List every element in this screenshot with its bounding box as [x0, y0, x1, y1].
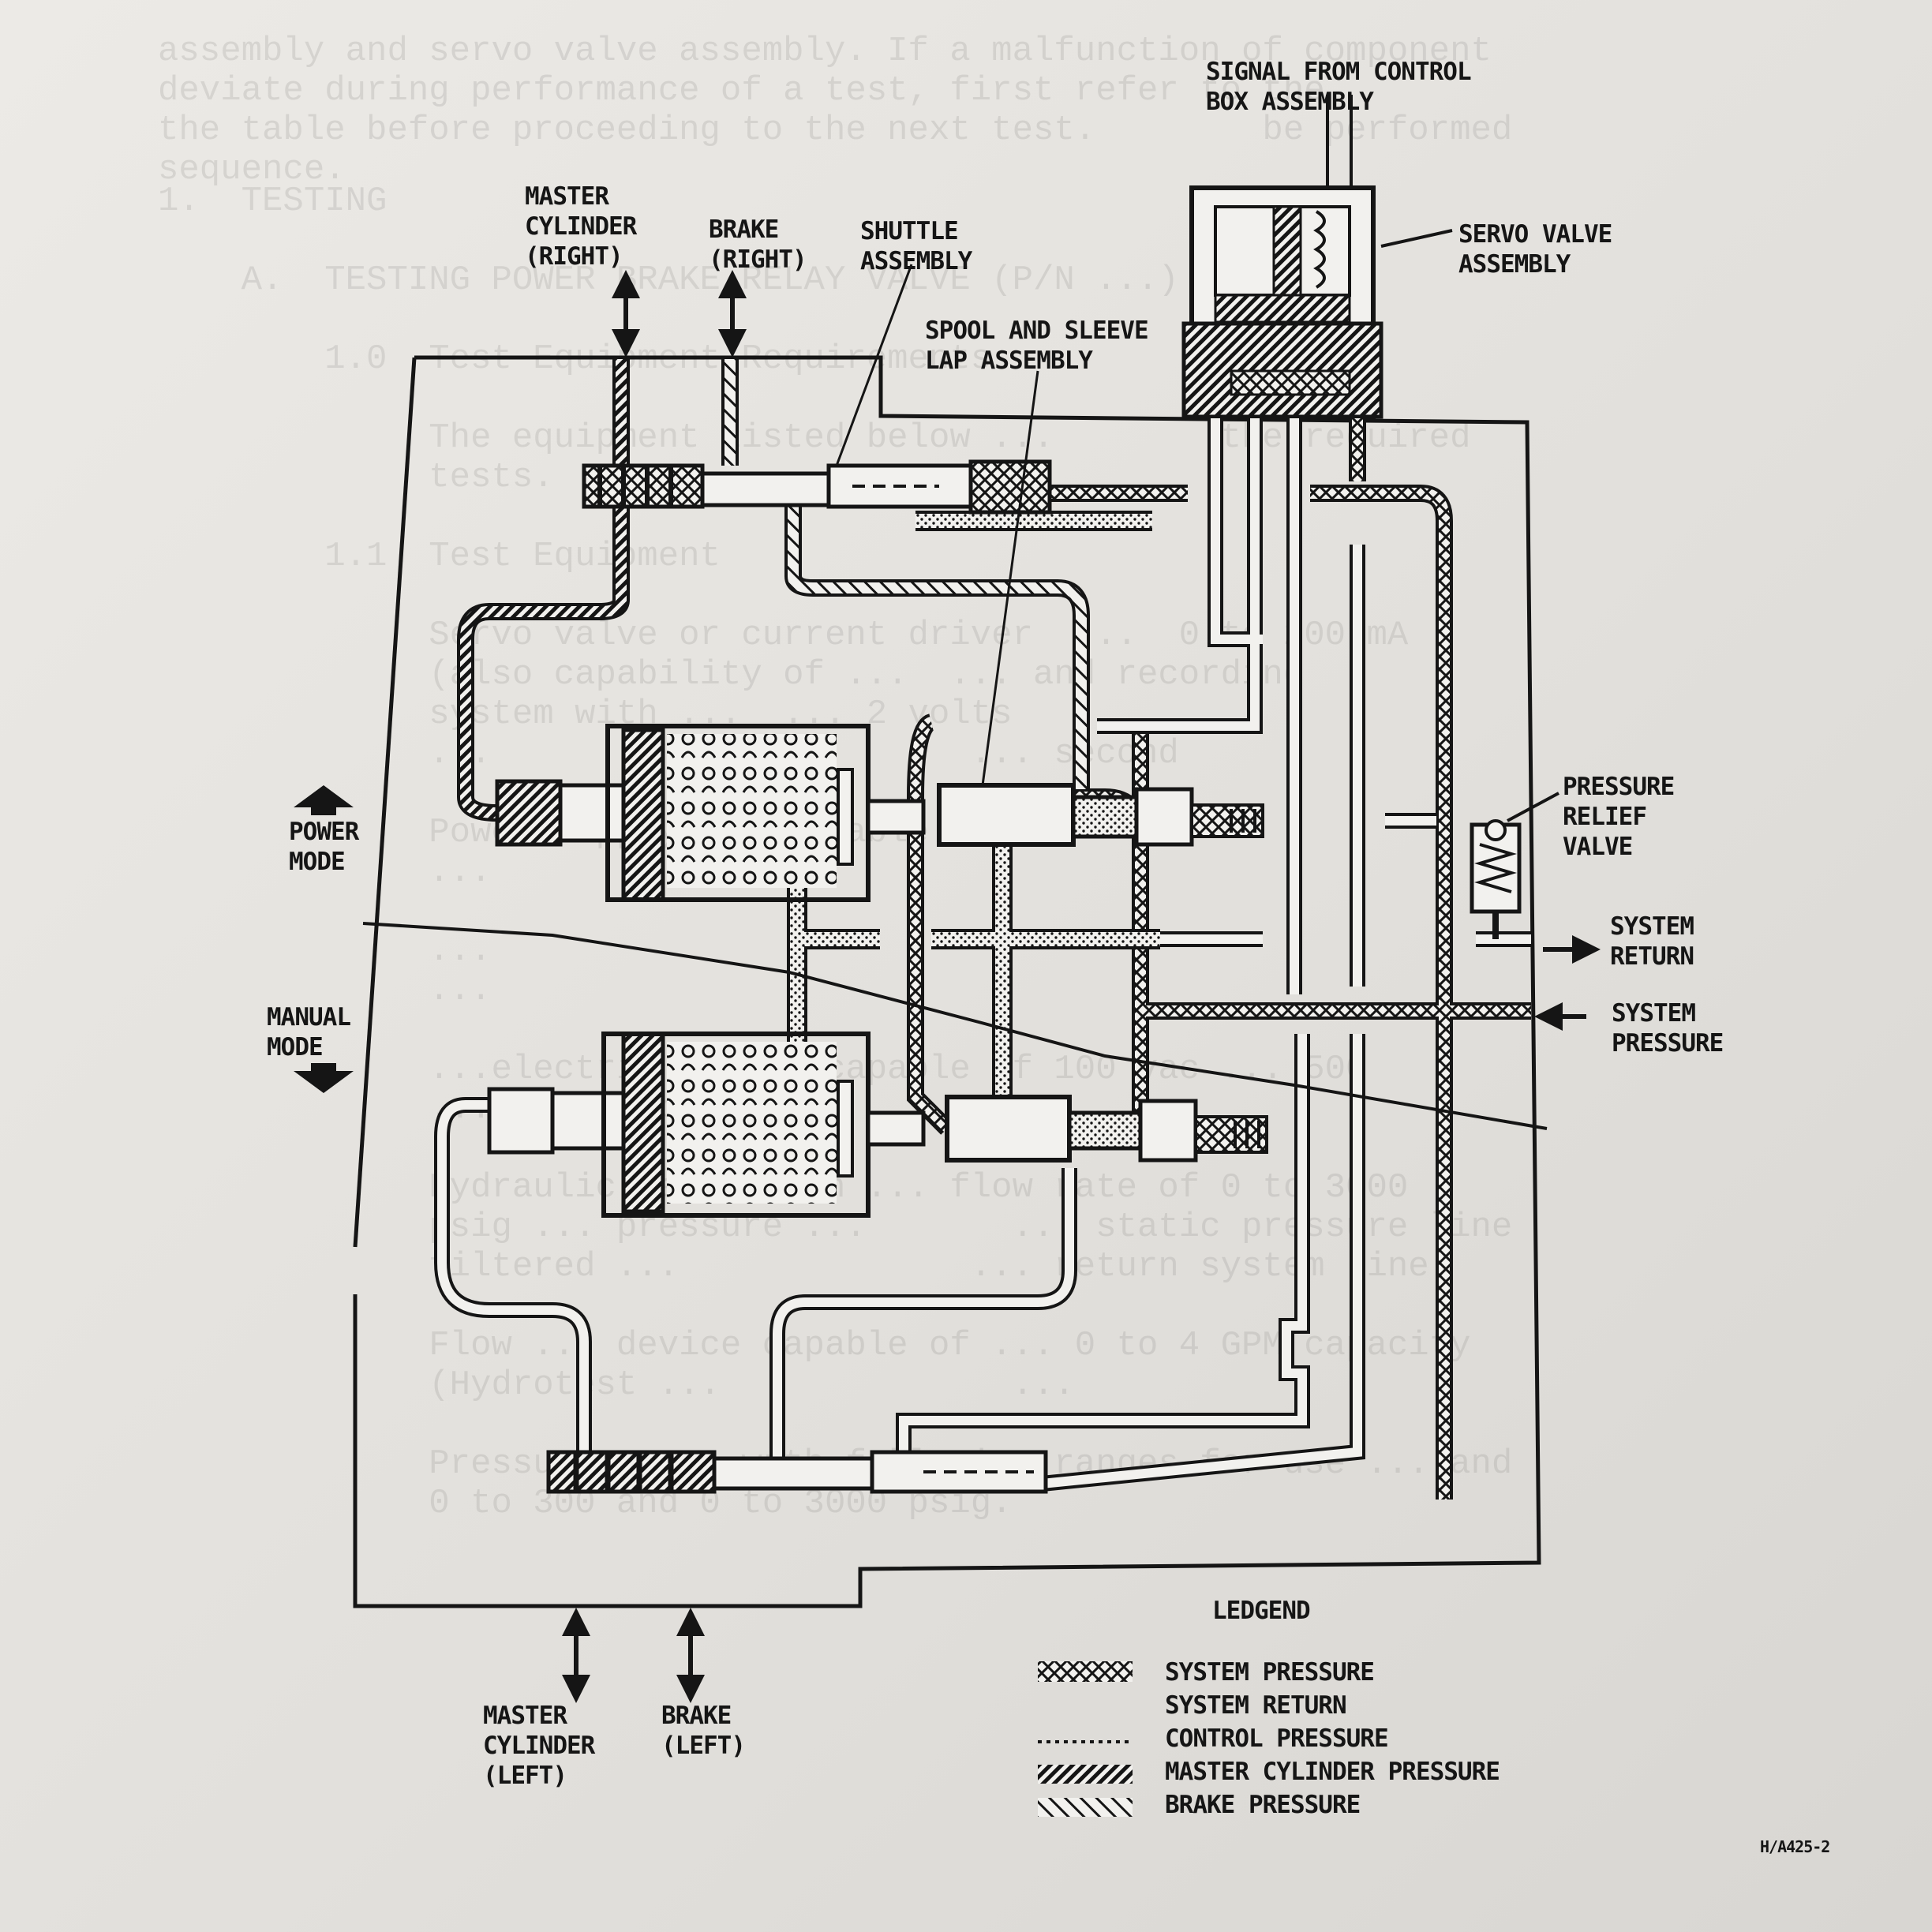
control-pressure-fill	[790, 514, 1160, 1105]
port-arrows	[562, 270, 1601, 1703]
label-system-pressure: SYSTEM PRESSURE	[1612, 999, 1724, 1058]
spool-sleeve-upper	[937, 783, 1264, 847]
legend-label: CONTROL PRESSURE	[1165, 1724, 1389, 1753]
mode-arrows	[294, 785, 354, 1093]
legend-swatch-master-cylinder	[1038, 1765, 1133, 1784]
legend-swatch-system-pressure	[1038, 1661, 1133, 1682]
legend-swatches	[1038, 1661, 1133, 1817]
legend-title: LEDGEND	[1212, 1597, 1311, 1625]
system-return-fill	[437, 418, 1531, 1488]
legend-swatch-brake	[1038, 1798, 1133, 1817]
show-through-text: assembly and servo valve assembly. If a …	[158, 32, 1513, 189]
manual-mode-piston	[487, 1032, 926, 1218]
shuttle-assembly-bottom	[546, 1450, 1048, 1494]
master-cylinder-passages	[457, 359, 630, 822]
label-signal-from-control-box: SIGNAL FROM CONTROL BOX ASSEMBLY	[1206, 58, 1472, 116]
spool-sleeve-lower	[945, 1095, 1268, 1163]
label-pressure-relief-valve: PRESSURE RELIEF VALVE	[1563, 773, 1675, 861]
label-master-cylinder-left: MASTER CYLINDER (LEFT)	[483, 1702, 595, 1790]
label-spool-sleeve-lap-assembly: SPOOL AND SLEEVE LAP ASSEMBLY	[925, 316, 1149, 375]
label-manual-mode: MANUAL MODE	[267, 1003, 351, 1061]
figure-id: H/A425-2	[1760, 1837, 1830, 1856]
legend-label: BRAKE PRESSURE	[1165, 1791, 1361, 1819]
label-system-return: SYSTEM RETURN	[1610, 912, 1694, 971]
label-shuttle-assembly: SHUTTLE ASSEMBLY	[860, 217, 972, 275]
page-crease	[362, 922, 1548, 1130]
pressure-relief-valve	[1470, 792, 1559, 939]
master-cylinder-fill	[460, 359, 627, 818]
label-brake-left: BRAKE (LEFT)	[661, 1702, 746, 1760]
valve-body-outline	[353, 355, 1541, 1608]
legend-label: SYSTEM RETURN	[1165, 1691, 1347, 1720]
brake-fill	[724, 359, 1087, 789]
shuttle-assembly-top	[582, 459, 1052, 515]
label-power-mode: POWER MODE	[289, 818, 359, 876]
system-return-passages	[434, 418, 1531, 1492]
legend-label: MASTER CYLINDER PRESSURE	[1165, 1758, 1500, 1786]
servo-valve-assembly	[1181, 95, 1453, 419]
power-mode-piston	[495, 724, 926, 902]
legend-label: SYSTEM PRESSURE	[1165, 1658, 1375, 1687]
label-master-cylinder-right: MASTER CYLINDER (RIGHT)	[525, 182, 637, 271]
label-brake-right: BRAKE (RIGHT)	[709, 215, 807, 274]
leader-lines	[835, 264, 1039, 786]
label-servo-valve-assembly: SERVO VALVE ASSEMBLY	[1458, 220, 1612, 279]
